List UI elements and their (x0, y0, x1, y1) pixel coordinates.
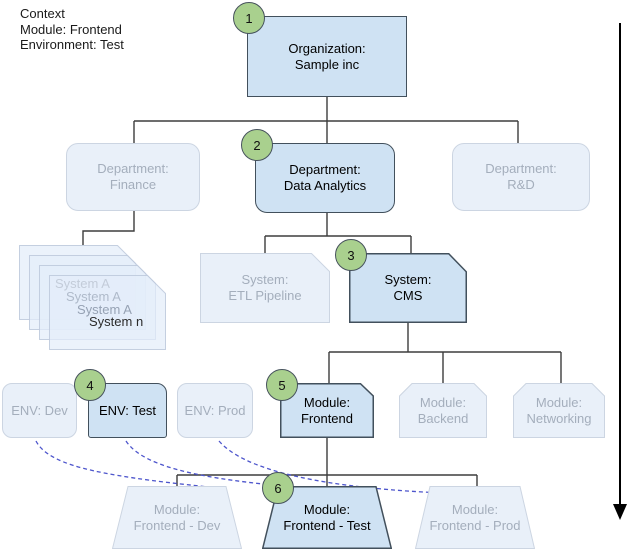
step-5-number: 5 (278, 377, 286, 393)
node-module-frontend-line2: Frontend (300, 410, 354, 426)
connector-org-departments (133, 97, 519, 143)
node-department-rnd-line1: Department: (485, 161, 557, 176)
step-5-badge: 5 (266, 369, 298, 401)
node-deploy-frontend-prod: Module: Frontend - Prod (415, 486, 535, 549)
system-etl-shape (200, 253, 330, 323)
node-env-prod: ENV: Prod (177, 383, 253, 438)
step-3-number: 3 (347, 247, 355, 263)
node-department-data-analytics-line1: Department: (289, 162, 361, 177)
step-2-number: 2 (253, 137, 261, 153)
system-stack-label-3: System A (77, 302, 132, 317)
node-department-finance-line1: Department: (97, 161, 169, 176)
node-module-frontend-line1: Module: (303, 394, 351, 410)
node-module-backend-line1: Module: (419, 394, 467, 410)
context-annotation: Context Module: Frontend Environment: Te… (20, 6, 124, 53)
deploy-test-shape (262, 486, 392, 549)
connector-cms-modules (328, 323, 562, 383)
node-organization: Organization: Sample inc (247, 16, 407, 97)
node-module-backend: Module: Backend (399, 383, 487, 438)
node-deploy-frontend-test: Module: Frontend - Test (262, 486, 392, 549)
node-module-backend-line2: Backend (417, 410, 469, 426)
node-department-rnd: Department: R&D (452, 143, 590, 211)
node-deploy-prod-line2: Frontend - Prod (429, 517, 521, 533)
step-6-badge: 6 (262, 472, 294, 504)
node-system-cms: System: CMS (349, 253, 467, 323)
node-system-cms-line1: System: (384, 272, 432, 287)
node-department-data-analytics-line2: Data Analytics (283, 178, 367, 193)
node-deploy-dev-line2: Frontend - Dev (133, 517, 221, 533)
connector-analytics-systems (264, 213, 412, 253)
node-department-finance-line2: Finance (109, 177, 157, 192)
node-deploy-test-line1: Module: (303, 501, 351, 517)
node-env-test-label: ENV: Test (98, 402, 157, 418)
context-environment: Environment: Test (20, 37, 124, 52)
connector-frontend-deployments (176, 438, 478, 486)
module-networking-shape (513, 383, 605, 438)
dashed-link-env-test (125, 440, 319, 490)
system-stack-label-2: System A (66, 289, 121, 304)
connector-finance-systems (82, 211, 135, 245)
node-module-networking-line1: Module: (535, 394, 583, 410)
step-3-badge: 3 (335, 239, 367, 271)
system-cms-shape (349, 253, 467, 323)
system-stack-label-1: System A (55, 276, 110, 291)
module-backend-shape (399, 383, 487, 438)
node-env-dev-label: ENV: Dev (11, 402, 68, 418)
node-deploy-frontend-dev: Module: Frontend - Dev (112, 486, 242, 549)
node-department-finance: Department: Finance (66, 143, 200, 211)
node-module-networking-line2: Networking (526, 410, 592, 426)
node-system-cms-line2: CMS (393, 288, 423, 303)
step-4-badge: 4 (74, 369, 106, 401)
node-system-etl: System: ETL Pipeline (200, 253, 330, 323)
deploy-dev-shape (112, 486, 242, 549)
node-deploy-prod-line1: Module: (451, 501, 499, 517)
node-organization-line2: Sample inc (294, 56, 360, 72)
system-stack-card-4 (49, 275, 166, 350)
step-1-number: 1 (245, 10, 253, 26)
node-organization-line1: Organization: (288, 40, 366, 56)
flow-direction-arrow (613, 23, 627, 520)
step-4-number: 4 (86, 377, 94, 393)
step-6-number: 6 (274, 480, 282, 496)
deploy-prod-shape (415, 486, 535, 549)
node-system-etl-line1: System: (241, 272, 289, 287)
node-deploy-dev-line1: Module: (153, 501, 201, 517)
context-module: Module: Frontend (20, 21, 122, 37)
node-department-data-analytics: Department: Data Analytics (255, 143, 395, 213)
node-env-prod-label: ENV: Prod (184, 402, 246, 418)
node-env-dev: ENV: Dev (2, 383, 77, 438)
node-department-rnd-line2: R&D (507, 177, 535, 192)
step-2-badge: 2 (241, 129, 273, 161)
step-1-badge: 1 (233, 2, 265, 34)
node-system-etl-line2: ETL Pipeline (228, 288, 302, 303)
node-deploy-test-line2: Frontend - Test (283, 517, 371, 533)
system-stack-label-4: System n (89, 314, 144, 329)
context-title: Context (20, 6, 65, 21)
dashed-link-env-dev (35, 440, 229, 490)
node-module-networking: Module: Networking (513, 383, 605, 438)
